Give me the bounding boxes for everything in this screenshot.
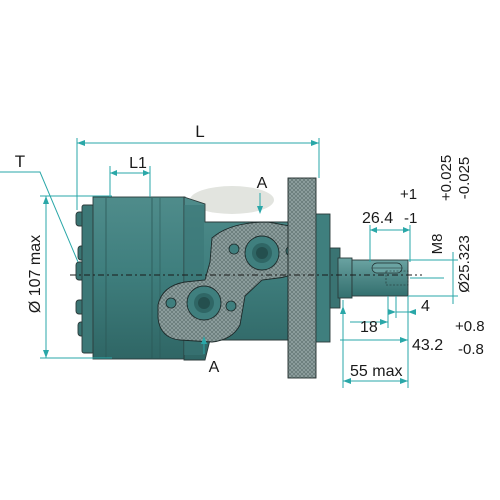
dimension-43-2-label: 43.2 — [412, 337, 443, 354]
dimension-lines — [0, 138, 458, 388]
tolerance-25-upper: +0.025 — [438, 155, 455, 201]
diameter-107-label: Ø 107 max — [27, 235, 44, 313]
background-shadow — [190, 186, 274, 214]
tolerance-26-4-lower: -1 — [404, 210, 417, 227]
dimension-4-label: 4 — [421, 298, 430, 315]
length-label: L — [195, 122, 204, 141]
tolerance-43-2-lower: -0.8 — [458, 341, 484, 358]
port-upper — [244, 235, 280, 271]
length1-label: L1 — [129, 155, 147, 172]
dimension-18-label: 18 — [360, 319, 378, 336]
tolerance-25-lower: -0.025 — [456, 157, 473, 200]
m8-thread-label: M8 — [429, 234, 446, 255]
dimension-55-max-label: 55 max — [350, 363, 402, 380]
thread-port-label: T — [15, 152, 25, 171]
output-shaft — [337, 257, 409, 299]
tolerance-26-4-upper: +1 — [400, 186, 417, 203]
section-a-top-label: A — [257, 175, 268, 192]
dimension-26-4-label: 26.4 — [362, 210, 393, 227]
flange-pilot — [315, 213, 331, 343]
tolerance-43-2-upper: +0.8 — [455, 318, 485, 335]
diameter-25-label: Ø25.323 — [456, 235, 473, 293]
section-a-bottom-label: A — [209, 359, 220, 376]
port-lower — [186, 285, 222, 321]
mounting-flange — [287, 177, 317, 379]
motor-body — [75, 196, 301, 361]
end-cap-bolts — [75, 204, 95, 354]
